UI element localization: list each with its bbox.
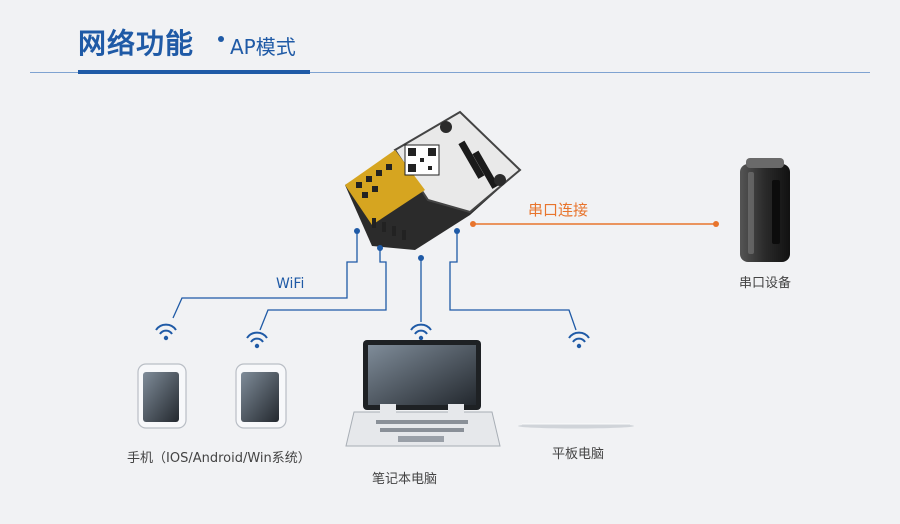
serial-link-label: 串口连接 [528, 201, 589, 219]
tablet-label: 平板电脑 [552, 447, 605, 462]
header-accent-bar [78, 70, 310, 74]
tablet-device [518, 423, 634, 429]
phone-label: 手机（IOS/Android/Win系统） [127, 451, 311, 466]
serial-device [740, 158, 790, 262]
phone-device [137, 363, 187, 429]
phone-device [235, 363, 287, 429]
wifi-module [345, 110, 522, 250]
wifi-signal-icon [246, 331, 268, 349]
laptop-label: 笔记本电脑 [372, 472, 438, 487]
wifi-signal-icon [568, 331, 590, 349]
page-title: 网络功能 [78, 27, 195, 60]
serial-device-label: 串口设备 [739, 276, 792, 291]
page-subtitle: AP模式 [230, 35, 296, 59]
serial-link-line [470, 221, 719, 227]
wifi-link-lines [172, 232, 577, 331]
wifi-signal-icon [155, 323, 177, 341]
header-divider [30, 72, 870, 73]
link-endpoint-dots [354, 228, 460, 261]
laptop-device [345, 340, 501, 447]
wifi-label: WiFi [276, 276, 305, 292]
title-separator-dot [218, 36, 224, 42]
wifi-signal-icon [410, 323, 432, 341]
